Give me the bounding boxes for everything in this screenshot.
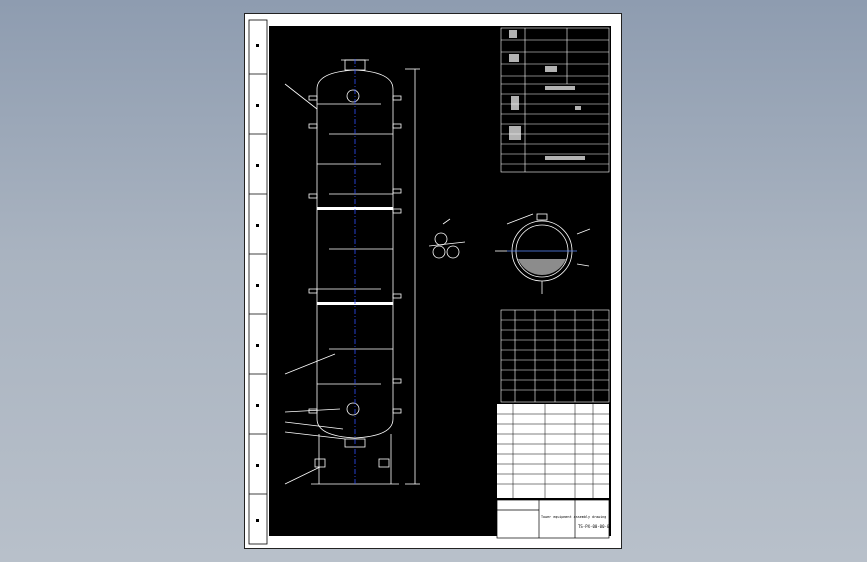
spec-table-fill-marks [509,30,585,160]
title-block-frame [496,499,610,539]
cross-section-view [495,213,591,294]
parts-list-table [497,404,609,498]
title-block-background [497,500,609,538]
drawing-number: TS-PX-00-00-0 [578,524,610,529]
left-margin-strip [248,19,268,545]
support-ring-upper [317,207,393,210]
margin-marks [256,44,259,522]
cross-section-tray-fill [518,259,566,276]
title-block-text: Tower equipment assembly drawing [541,515,606,519]
detail-view-small [428,218,466,259]
cad-drawing: Tower equipment assembly drawing TS-PX-0… [248,19,611,545]
parts-list-background [497,404,609,498]
nozzle-table [500,309,610,403]
drawing-sheet: Tower equipment assembly drawing TS-PX-0… [244,13,622,549]
technical-spec-table [500,27,610,173]
